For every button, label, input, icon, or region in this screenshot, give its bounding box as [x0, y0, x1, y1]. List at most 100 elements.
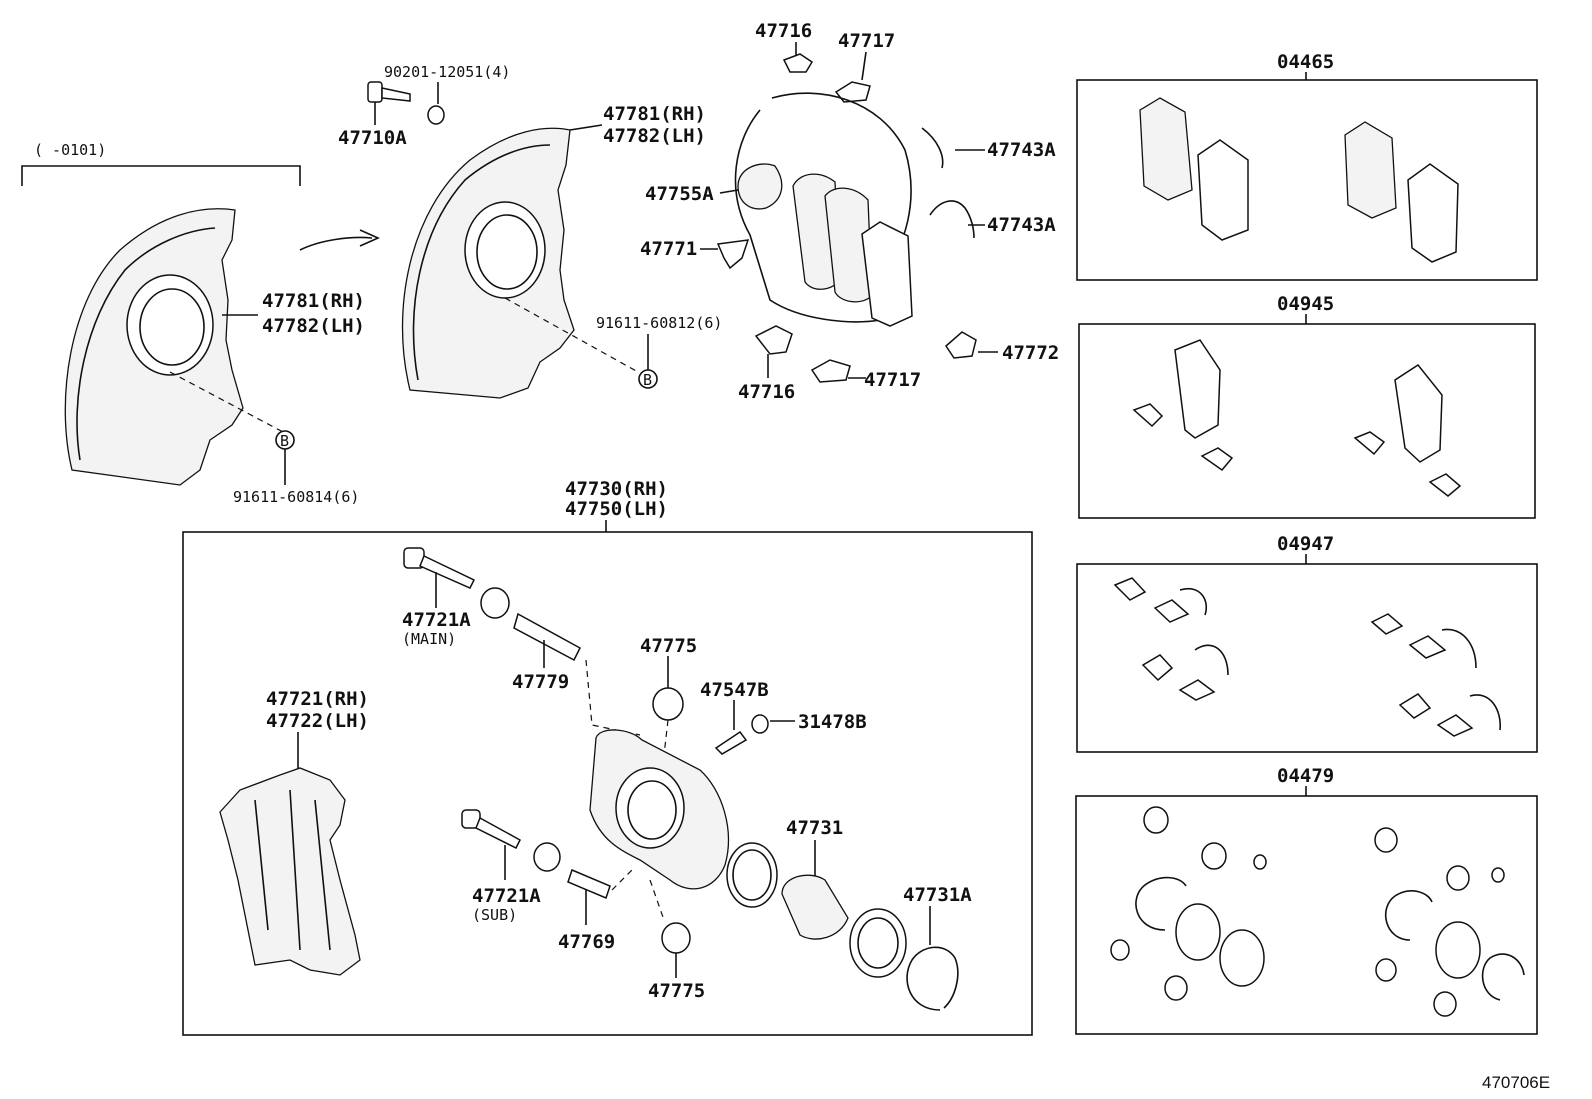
kit-04945-clip-2 [1200, 447, 1234, 472]
clip-47717-top-label: 47717 [838, 30, 895, 52]
clip-47717-bot[interactable] [810, 359, 851, 383]
bolt-main-label: 47721A [402, 609, 471, 631]
bolt-sub-label: 47721A [472, 885, 541, 907]
ref-b2-label: B [643, 371, 652, 389]
kit-04465-box[interactable] [1076, 79, 1538, 281]
caliper-rh-label: 47730(RH) [565, 478, 668, 500]
clip-47716-bot-label: 47716 [738, 381, 795, 403]
shim-47755a[interactable] [737, 163, 783, 210]
dust-cover-new-rim [412, 144, 551, 381]
piston-seal[interactable] [726, 842, 778, 908]
kit-04947-clip-3 [1141, 654, 1174, 682]
dash-boot-top [663, 719, 669, 756]
caliper-mount-ribs [254, 789, 331, 951]
mount-lh-label: 47722(LH) [266, 710, 369, 732]
bushing-main[interactable] [480, 587, 510, 619]
spring-47743a-2[interactable] [929, 200, 975, 239]
boot-47775-bot-label: 47775 [648, 980, 705, 1002]
caliper-bore [615, 767, 685, 849]
kit-04465-pad-4 [1407, 163, 1459, 263]
kit-04945-clip-1 [1132, 403, 1164, 428]
bleeder-47547b[interactable] [714, 730, 748, 755]
kit-04947-spring-3 [1441, 628, 1477, 669]
boot-47775-bot[interactable] [661, 922, 691, 954]
bolt-old-label: 91611-60814(6) [233, 488, 359, 506]
kit-04479-seal-1 [1175, 903, 1221, 961]
clip-47717-bot-label: 47717 [864, 369, 921, 391]
kit-04479-boot-6 [1446, 865, 1470, 891]
kit-04465-pad-2 [1197, 139, 1249, 241]
bolt-47710a-shank[interactable] [381, 87, 411, 102]
kit-04947-box[interactable] [1076, 563, 1538, 753]
clip-47716-top-label: 47716 [755, 20, 812, 42]
pin-47769-label: 47769 [558, 931, 615, 953]
plate-old-lh-label: 47782(LH) [262, 315, 365, 337]
dash-new-bolt [504, 297, 639, 373]
ring-47731a[interactable] [906, 946, 959, 1011]
clip-47716-bot[interactable] [754, 325, 793, 355]
kit-04479-boot-2 [1201, 842, 1227, 870]
pin-47769[interactable] [567, 868, 611, 900]
pin-47779[interactable] [513, 612, 581, 662]
plate-old-rh-label: 47781(RH) [262, 290, 365, 312]
kit-04479-box[interactable] [1075, 795, 1538, 1035]
bolt-a-label: 47710A [338, 127, 407, 149]
caliper-mount[interactable] [219, 767, 361, 976]
clip-47772[interactable] [945, 331, 977, 359]
pad-area-group: 47716 47717 47755A 47771 47743A 47743A 4… [640, 20, 1059, 403]
pad-outer[interactable] [861, 221, 913, 327]
kit-04465-group: 04465 [1076, 51, 1538, 281]
pin-47779-label: 47779 [512, 671, 569, 693]
kit-04947-clip-5 [1370, 613, 1404, 635]
kit-04945-clip-3 [1353, 431, 1386, 456]
kit-04479-boot-1 [1143, 806, 1169, 834]
kit-04465-pad-3 [1344, 121, 1397, 219]
kit-04947-clip-1 [1113, 577, 1147, 601]
bolt-new-label: 91611-60812(6) [596, 314, 722, 332]
kit-04479-boot-7 [1375, 958, 1397, 982]
kit-04947-clip-4 [1178, 679, 1216, 701]
kit-04947-clip-2 [1153, 599, 1190, 623]
kit-04947-clip-6 [1408, 635, 1447, 659]
piston-47731[interactable] [781, 874, 849, 940]
kit-04945-code: 04945 [1277, 293, 1334, 315]
kit-04479-ring-3 [1481, 953, 1525, 1001]
kit-04945-box[interactable] [1078, 323, 1536, 519]
clip-47717-top[interactable] [834, 81, 871, 103]
kit-04479-boot-8 [1433, 991, 1457, 1017]
old-dust-cover-group: ( -0101) 47781(RH) 47782(LH) B 91611-608… [21, 141, 380, 506]
kit-04947-spring-4 [1469, 694, 1501, 731]
bolt-main-shank[interactable] [419, 554, 476, 589]
kit-04947-clip-7 [1398, 693, 1432, 719]
bolt-sub-note: (SUB) [472, 906, 517, 924]
clip-47771[interactable] [716, 239, 750, 270]
bolt-47710a-head[interactable] [367, 81, 383, 103]
ref-b1-label: B [280, 432, 289, 450]
ring-47731a-label: 47731A [903, 884, 972, 906]
bolt-sub-shank[interactable] [475, 816, 521, 850]
arrow-shaft [299, 236, 373, 251]
caliper-assembly-box [182, 531, 1033, 1036]
cap-31478b[interactable] [751, 714, 769, 734]
piston-seal-inner [732, 849, 772, 901]
ref-b2-circle [638, 369, 658, 389]
shim-47755a-label: 47755A [645, 183, 714, 205]
plate-new-rh-label: 47781(RH) [603, 103, 706, 125]
clip-47772-label: 47772 [1002, 342, 1059, 364]
clip-47716-top[interactable] [782, 53, 814, 73]
bushing-sub[interactable] [533, 842, 561, 872]
spring-47743a-1[interactable] [921, 127, 944, 169]
caliper-assembly-group: 47730(RH) 47750(LH) 47721A (MAIN) 47779 … [182, 478, 1033, 1036]
boot-47775-top[interactable] [652, 687, 684, 721]
kit-04945-shim-2 [1394, 363, 1443, 463]
piston-boot-inner [857, 917, 899, 969]
washer-label: 90201-12051(4) [384, 63, 510, 81]
kit-04479-code: 04479 [1277, 765, 1334, 787]
cap-31478b-label: 31478B [798, 711, 867, 733]
leader-47755a [719, 189, 739, 194]
dash-pin-sub [611, 869, 633, 891]
kit-04947-group: 04947 [1076, 533, 1538, 753]
washer-part[interactable] [427, 105, 445, 125]
dust-cover-new-inner [476, 214, 538, 290]
